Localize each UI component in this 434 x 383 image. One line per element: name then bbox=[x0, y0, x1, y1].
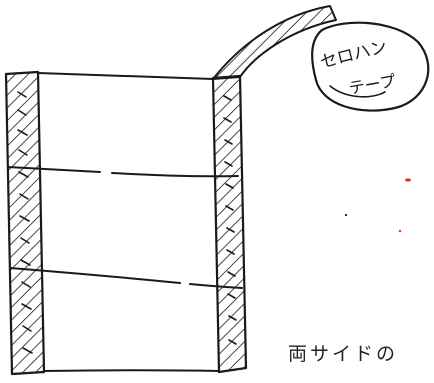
caption-text: 両サイドの bbox=[288, 343, 399, 365]
panel-outline bbox=[37, 72, 220, 372]
panel-division-lines bbox=[7, 166, 243, 289]
stray-dot bbox=[344, 213, 348, 217]
red-ink-dots bbox=[398, 178, 411, 233]
tape-roll bbox=[310, 21, 430, 112]
right-tape-strip bbox=[211, 74, 248, 374]
tape-feed-strip bbox=[212, 5, 337, 80]
left-tape-strip bbox=[4, 70, 46, 376]
